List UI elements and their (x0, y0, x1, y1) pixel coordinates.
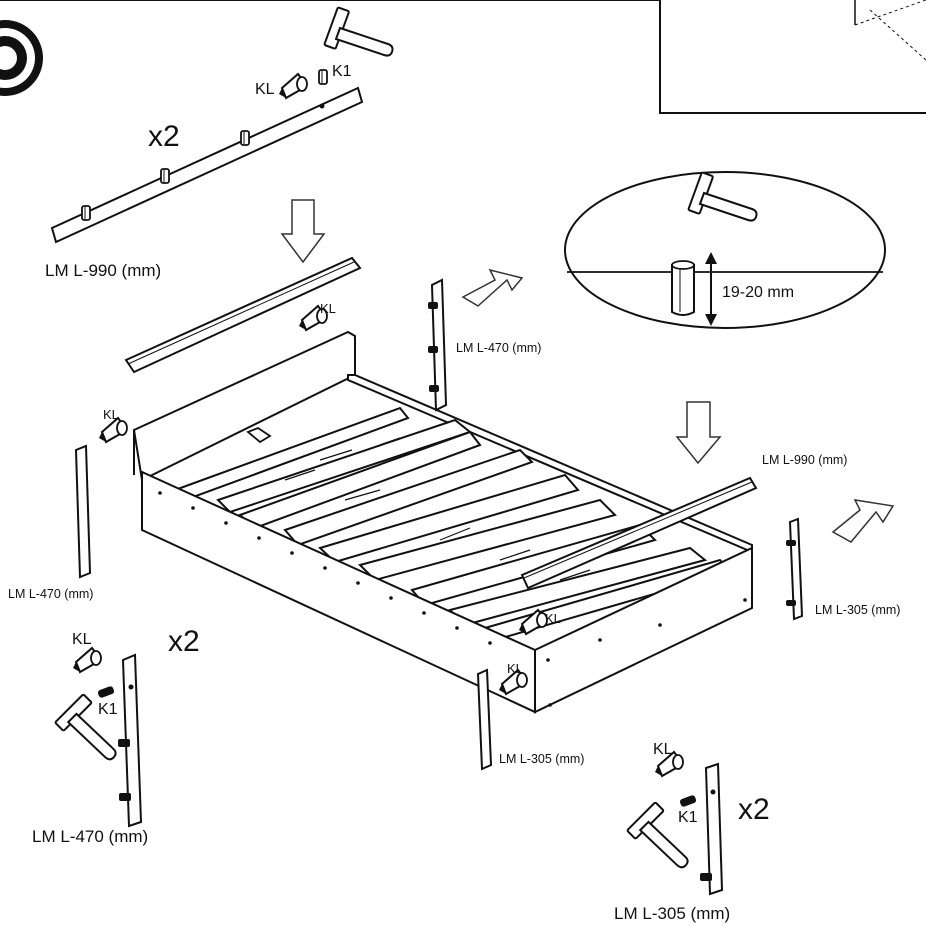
post-305-detail (700, 762, 724, 896)
foot-panel (534, 546, 753, 714)
rail-990-label: LM L-990 (mm) (762, 453, 848, 467)
slats (173, 406, 732, 642)
post-305-right (786, 517, 804, 621)
post-470-upper (428, 278, 448, 412)
dowel-icon (318, 69, 328, 85)
post-305-label: LM L-305 (mm) (815, 603, 901, 617)
depth-label: 19-20 mm (722, 284, 795, 301)
center-support (246, 426, 272, 444)
hammer-icon (323, 6, 394, 57)
post-305-label: LM L-305 (mm) (499, 752, 585, 766)
glue-bottle-icon (518, 609, 548, 635)
post-470-left (74, 444, 92, 579)
post-470-label: LM L-470 (mm) (32, 827, 149, 846)
multiplier-label: x2 (738, 793, 770, 826)
k1-label: K1 (678, 809, 698, 826)
hammer-icon (621, 795, 706, 871)
kl-label: KL (103, 407, 119, 422)
depth-detail-inset (564, 171, 886, 329)
kl-label: KL (255, 81, 275, 98)
inset-frame (0, 0, 926, 114)
multiplier-label: x2 (168, 625, 200, 658)
kl-label: KL (545, 611, 561, 626)
kl-label: KL (72, 631, 92, 648)
k1-label: K1 (98, 701, 118, 718)
post-305-label: LM L-305 (mm) (614, 904, 731, 923)
k1-label: K1 (332, 63, 352, 80)
dowel-icon (97, 686, 115, 698)
glue-bottle-icon (278, 73, 308, 99)
rail-990-label: LM L-990 (mm) (45, 261, 162, 280)
kl-label: KL (653, 741, 673, 758)
multiplier-label: x2 (148, 120, 180, 153)
kl-label: KL (507, 661, 523, 676)
loose-rail-right (520, 476, 758, 590)
top-rail-990 (50, 86, 364, 244)
down-arrow-icon (675, 401, 722, 465)
left-arrow-icon (461, 268, 524, 307)
post-470-detail (118, 653, 143, 828)
down-arrow-icon (280, 199, 326, 264)
slat-gaps (284, 437, 591, 581)
post-470-label: LM L-470 (mm) (456, 341, 542, 355)
left-arrow-icon (831, 499, 895, 543)
post-305-bottom (476, 668, 493, 771)
loose-rail-upper (124, 256, 362, 374)
hammer-icon (49, 687, 134, 763)
step-number-badge (0, 20, 43, 96)
dowel-icon (679, 795, 697, 807)
kl-label: KL (320, 301, 336, 316)
headboard-panel (132, 330, 356, 482)
glue-bottle-icon (72, 647, 102, 673)
post-470-label: LM L-470 (mm) (8, 587, 94, 601)
